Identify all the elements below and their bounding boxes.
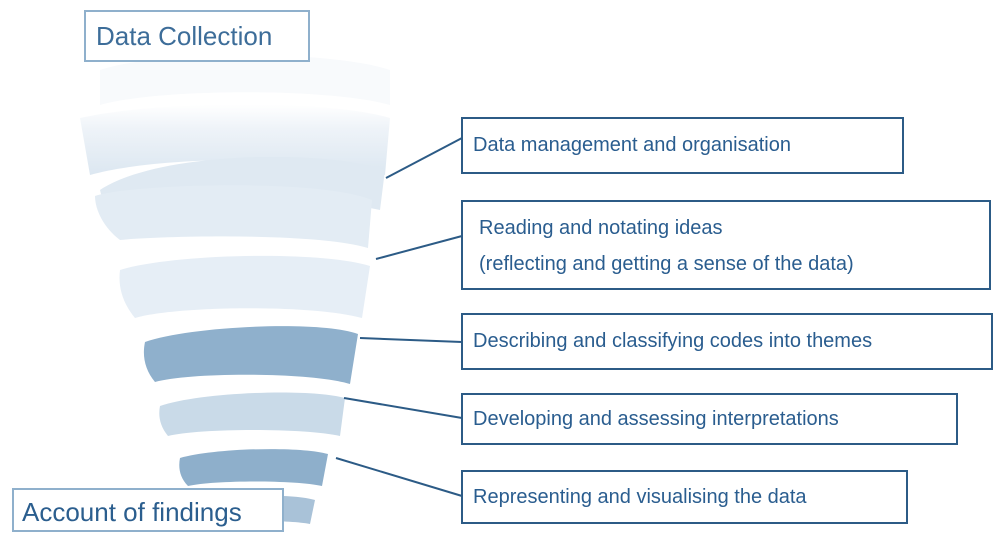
connector-line-2: [375, 235, 463, 260]
connector-line-4: [343, 397, 463, 419]
step-label-line-1: Reading and notating ideas: [479, 217, 723, 239]
spiral-loop-7: [159, 392, 345, 436]
step-label-line-2: (reflecting and getting a sense of the d…: [479, 253, 854, 275]
connector-line-1: [385, 137, 463, 179]
step-box-data-management: Data management and organisation: [461, 117, 904, 174]
step-box-describing-classifying: Describing and classifying codes into th…: [461, 313, 993, 370]
step-box-representing-visualising: Representing and visualising the data: [461, 470, 908, 524]
spiral-loop-8: [179, 449, 328, 486]
step-label: Describing and classifying codes into th…: [473, 330, 873, 352]
spiral-loop-4: [95, 185, 372, 248]
spiral-loop-6: [143, 326, 358, 384]
data-collection-label: Data Collection: [84, 10, 310, 62]
step-label: Developing and assessing interpretations: [473, 408, 839, 430]
spiral-loop-1: [100, 55, 390, 105]
account-of-findings-label: Account of findings: [12, 488, 284, 532]
step-label: Data management and organisation: [473, 134, 791, 156]
spiral-loop-2: [80, 104, 390, 175]
connector-line-3: [359, 337, 463, 343]
step-label: Representing and visualising the data: [473, 486, 807, 508]
connector-line-5: [335, 457, 463, 497]
step-box-reading-notating: Reading and notating ideas (reflecting a…: [461, 200, 991, 290]
step-box-developing-assessing: Developing and assessing interpretations: [461, 393, 958, 445]
spiral-loop-5: [119, 255, 370, 318]
